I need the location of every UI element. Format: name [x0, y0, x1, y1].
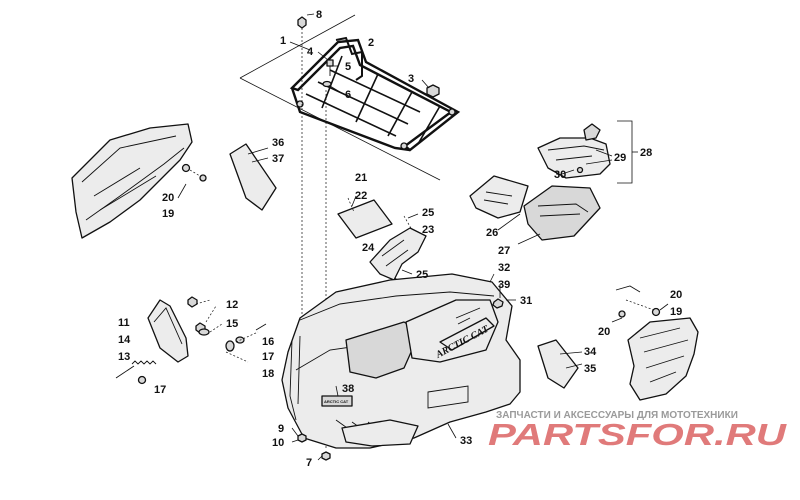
fender-hardware-31-39 [489, 273, 516, 309]
callout-36: 36 [272, 137, 284, 149]
front-fender: ARCTIC CAT [281, 273, 521, 449]
decal-34-35 [537, 339, 583, 389]
callout-30: 30 [554, 169, 566, 181]
callout-21: 21 [355, 172, 367, 184]
callout-14: 14 [118, 334, 131, 346]
callout-12: 12 [226, 299, 238, 311]
watermark-brand-parts: PARTS [488, 417, 626, 452]
callout-32: 32 [498, 262, 510, 274]
callout-2: 2 [368, 37, 374, 49]
callout-23: 23 [422, 224, 434, 236]
callout-37: 37 [272, 153, 284, 165]
rack-bolt-4-5 [317, 51, 338, 76]
callout-15: 15 [226, 318, 238, 330]
callout-10: 10 [272, 437, 284, 449]
callout-9: 9 [278, 423, 284, 435]
lower-fasteners-7-9-10 [291, 427, 331, 461]
left-panel-rivet-20 [177, 169, 207, 199]
storage-tray [497, 185, 601, 245]
grille-badge-text: ARCTIC CAT [324, 399, 349, 404]
left-side-panel [71, 123, 193, 239]
watermark-brand-for: FOR [626, 417, 715, 452]
callout-16: 16 [262, 336, 274, 348]
right-side-panel [611, 299, 699, 401]
callout-20b: 20 [670, 289, 682, 301]
rack-assembly-bracket [239, 14, 441, 181]
watermark-brand-ru: .RU [714, 417, 788, 452]
callout-18: 18 [262, 368, 274, 380]
callout-4: 4 [307, 46, 314, 58]
callout-13: 13 [118, 351, 130, 363]
callout-29: 29 [614, 152, 626, 164]
callout-24: 24 [362, 242, 375, 254]
decal-36-37 [229, 143, 277, 211]
callout-39: 39 [498, 279, 510, 291]
headlight-housing [147, 299, 189, 363]
rack-washer-6 [322, 80, 341, 93]
storage-tray-cover [469, 175, 529, 219]
callout-labels: 1 2 3 4 5 6 7 8 9 10 11 12 13 14 15 16 1… [118, 9, 682, 469]
callout-3: 3 [408, 73, 414, 85]
headlight-spring-screw [115, 360, 157, 385]
callout-7: 7 [306, 457, 312, 469]
callout-28: 28 [640, 147, 652, 159]
callout-34: 34 [584, 346, 597, 358]
access-panel-23-24-25 [369, 213, 427, 301]
fender-decal-33 [447, 423, 457, 439]
callout-17b: 17 [154, 384, 166, 396]
callout-19a: 19 [162, 208, 174, 220]
callout-22: 22 [355, 190, 367, 202]
callout-8: 8 [316, 9, 322, 21]
access-panel-21-22 [337, 195, 393, 239]
callout-27: 27 [498, 245, 510, 257]
callout-11: 11 [118, 317, 130, 329]
headlight-hardware [187, 296, 267, 363]
callout-25b: 25 [416, 269, 428, 281]
storage-lid [537, 123, 613, 179]
callout-20c: 20 [598, 326, 610, 338]
storage-lid-bracket [617, 120, 638, 184]
callout-35: 35 [584, 363, 596, 375]
callout-6: 6 [345, 89, 351, 101]
rack-bolt-8 [297, 13, 315, 29]
watermark: ЗАПЧАСТИ И АКСЕССУАРЫ ДЛЯ МОТОТЕХНИКИ PA… [488, 410, 788, 452]
callout-19b: 19 [670, 306, 682, 318]
callout-5: 5 [345, 61, 351, 73]
callout-26: 26 [486, 227, 498, 239]
callout-17a: 17 [262, 351, 274, 363]
callout-31: 31 [520, 295, 532, 307]
callout-25a: 25 [422, 207, 434, 219]
right-rivet-20 [615, 285, 641, 293]
callout-1: 1 [280, 35, 286, 47]
front-rack [289, 36, 461, 152]
grille-badge: ARCTIC CAT [321, 385, 353, 407]
callout-33: 33 [460, 435, 472, 447]
callout-38: 38 [342, 383, 354, 395]
callout-20a: 20 [162, 192, 174, 204]
watermark-tagline: ЗАПЧАСТИ И АКСЕССУАРЫ ДЛЯ МОТОТЕХНИКИ [496, 410, 738, 421]
rack-nut-3 [421, 79, 440, 98]
